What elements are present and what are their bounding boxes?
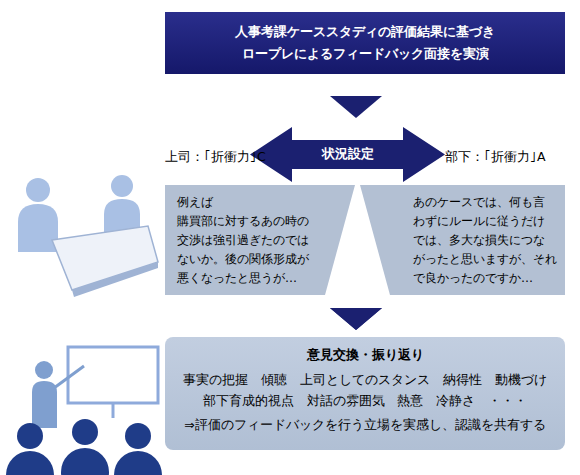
audience-body	[6, 451, 54, 475]
audience-body	[61, 448, 109, 475]
pointer	[54, 366, 84, 388]
audience-head	[72, 419, 98, 445]
role-heading: 上司：｢折衝力｣C	[165, 147, 325, 167]
shape-text: 状況設定	[250, 144, 445, 164]
dialogue-text: 例えば 購買部に対するあの時の 交渉は強引過ぎたのでは ないか。後の関係形成が …	[177, 193, 315, 288]
shape-fill	[165, 185, 355, 295]
arrow-connector	[330, 96, 382, 118]
meeting-illustration	[18, 175, 158, 297]
audience-head	[125, 423, 151, 449]
presentation-illustration	[6, 347, 162, 475]
role-heading: 部下：｢折衝力｣A	[445, 147, 565, 167]
speech-panel: 部下：｢折衝力｣Aあのケースでは、何も言 わずにルールに従うだけ では、多大な損…	[360, 185, 565, 295]
person-body	[18, 204, 58, 252]
title-box: 人事考課ケーススタディの評価結果に基づき ロープレによるフィードバック面接を実演	[165, 12, 565, 74]
box-heading: 意見交換・振り返り	[165, 345, 565, 365]
presenter-body	[32, 381, 57, 428]
arrow-connector	[330, 308, 382, 330]
speech-panel: 上司：｢折衝力｣C例えば 購買部に対するあの時の 交渉は強引過ぎたのでは ないか…	[165, 185, 355, 295]
shape-fill	[250, 127, 445, 182]
presenter-head	[35, 361, 53, 379]
board-stand	[112, 403, 115, 418]
dialogue-text: あのケースでは、何も言 わずにルールに従うだけ では、多大な損失につな がったと…	[413, 193, 560, 288]
double-arrow-shape: 状況設定	[250, 127, 445, 182]
arrow-connector	[330, 308, 382, 330]
person-head	[111, 175, 133, 197]
shape-fill	[360, 185, 565, 295]
table-edge	[72, 262, 158, 297]
keyword-list: 事実の把握 傾聴 上司としてのスタンス 納得性 動機づけ 部下育成的視点 対話の…	[175, 369, 555, 411]
audience-body	[114, 451, 162, 475]
person-head	[26, 178, 50, 202]
whiteboard	[68, 347, 158, 403]
summary-box: 意見交換・振り返り事実の把握 傾聴 上司としてのスタンス 納得性 動機づけ 部下…	[165, 337, 565, 450]
box-text: 人事考課ケーススタディの評価結果に基づき ロープレによるフィードバック面接を実演	[165, 21, 565, 65]
conclusion-text: ⇒評価のフィードバックを行う立場を実感し、認識を共有する	[165, 415, 565, 435]
audience-head	[17, 423, 43, 449]
